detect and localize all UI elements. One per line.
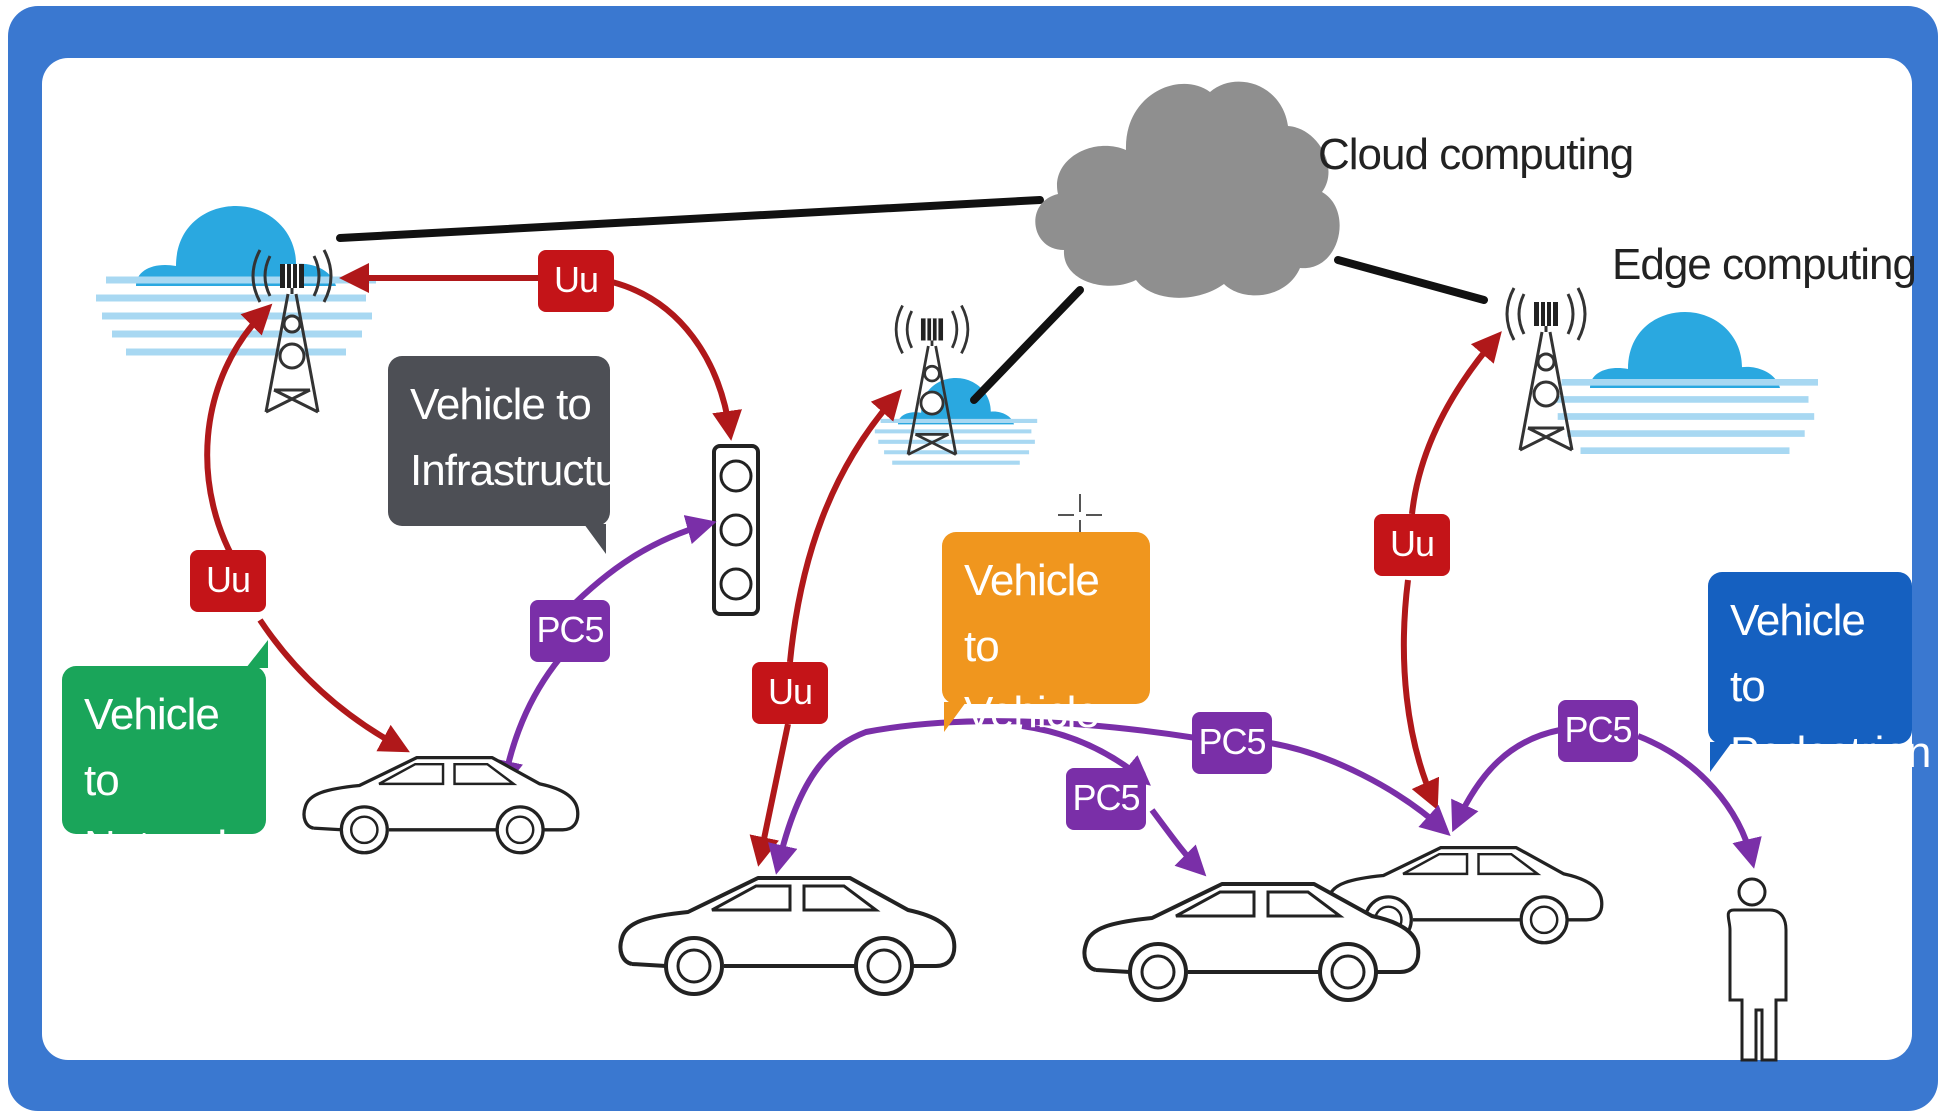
car-left-icon [618,876,957,996]
callout-line-1: Vehicle to [964,556,1100,671]
cloud-computing-icon [1035,81,1340,298]
uu-tag-center: Uu [752,662,828,724]
cell-tower-right-icon [1505,286,1587,452]
callout-vehicle-to-pedestrian: Vehicle to Pedestrian [1708,572,1931,777]
callout-line-1: Vehicle to [410,380,592,429]
car-v2n-icon [302,756,580,855]
callout-vehicle-to-network: Vehicle to Network [62,640,268,871]
pc5-tag-v2i: PC5 [530,600,610,662]
pc5-tag-v2v-lower: PC5 [1066,768,1146,830]
callout-line-2: Pedestrian [1730,728,1931,777]
uu-tag-right: Uu [1374,514,1450,576]
cloud-computing-label: Cloud computing [1318,130,1634,179]
callout-line-1: Vehicle to [84,690,220,805]
edge-computing-label: Edge computing [1612,240,1917,289]
uu-tag-v2i: Uu [538,250,614,312]
edge-cloud-right-icon [1552,312,1818,451]
traffic-light-icon [712,444,760,616]
pc5-tag-v2p: PC5 [1558,700,1638,762]
callout-line-2: Infrastructure [410,446,656,495]
callout-line-1: Vehicle to [1730,596,1866,711]
callout-vehicle-to-infrastructure: Vehicle to Infrastructure [388,356,656,554]
callout-line-2: Vehicle [964,688,1100,737]
pc5-tag-v2v-upper: PC5 [1192,712,1272,774]
backhaul-links [336,196,1488,404]
pedestrian-icon [1726,877,1788,1062]
uu-links [204,263,1502,867]
uu-tag-v2n: Uu [190,550,266,612]
edge-cloud-left-icon [96,206,376,352]
callout-line-2: Network [84,822,239,871]
callout-vehicle-to-vehicle: Vehicle to Vehicle [942,532,1150,737]
